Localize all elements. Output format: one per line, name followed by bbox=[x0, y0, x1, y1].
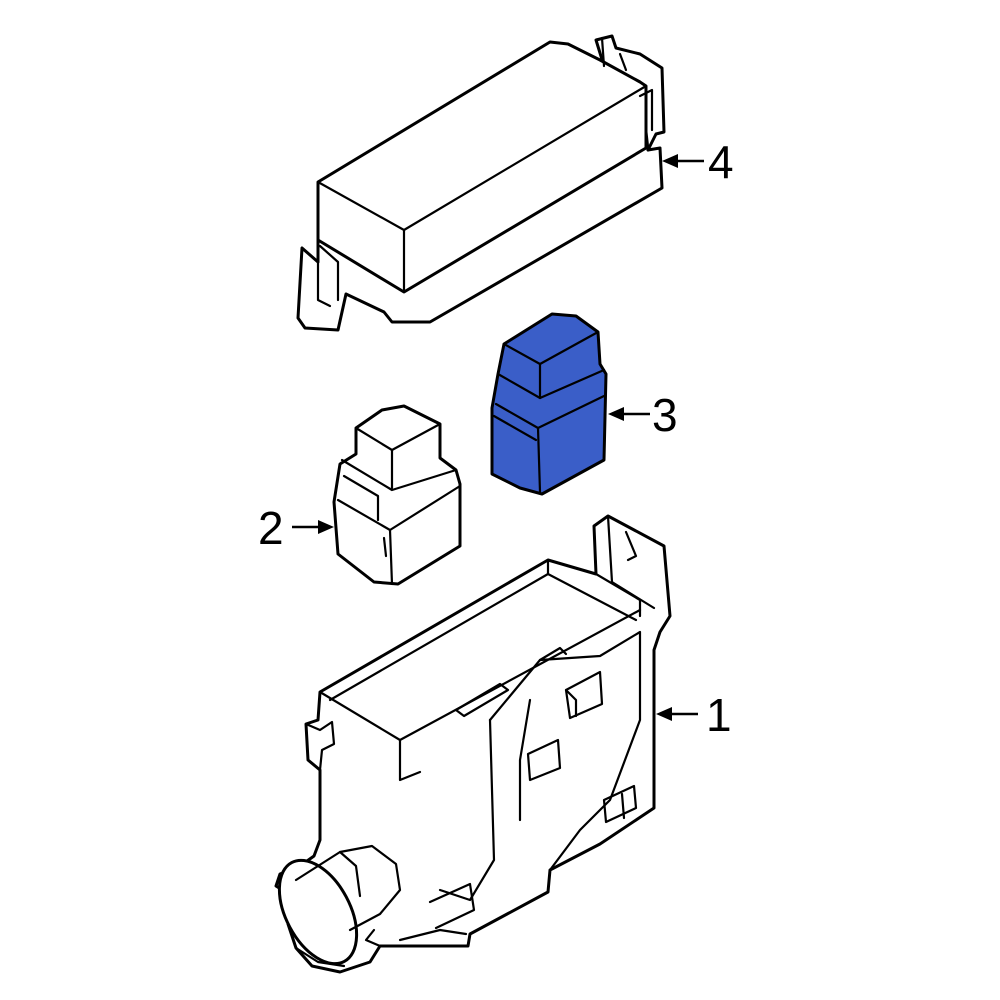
callout-label-1: 1 bbox=[706, 689, 732, 741]
part-3-relay bbox=[490, 312, 608, 496]
callout-3: 3 bbox=[608, 389, 678, 441]
part-2-relay bbox=[332, 404, 462, 586]
callout-1: 1 bbox=[656, 689, 732, 741]
callout-2: 2 bbox=[258, 502, 334, 554]
part-1-fuse-box bbox=[274, 514, 672, 974]
part-4-cover bbox=[296, 34, 666, 332]
callout-label-3: 3 bbox=[652, 389, 678, 441]
callout-4: 4 bbox=[662, 136, 734, 188]
callout-label-4: 4 bbox=[708, 136, 734, 188]
callout-label-2: 2 bbox=[258, 502, 284, 554]
